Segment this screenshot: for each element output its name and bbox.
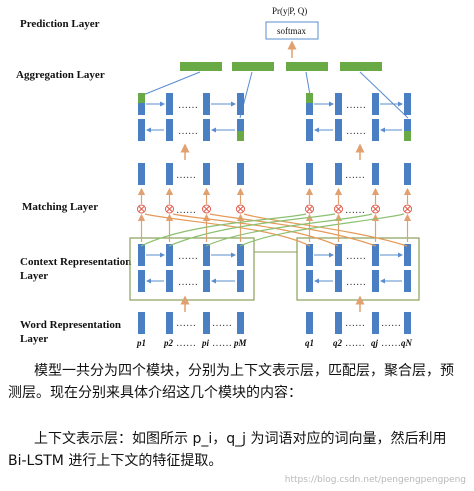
agg-right-dots-top: …… bbox=[346, 100, 366, 111]
softmax-box bbox=[265, 21, 319, 40]
word-layer-label-line1: Word Representation bbox=[20, 319, 121, 331]
bimpm-architecture-diagram: Prediction Layer Aggregation Layer Match… bbox=[16, 6, 420, 349]
prediction-formula: Pr(y|P, Q) bbox=[272, 6, 307, 16]
word-dots-q-2: …… bbox=[381, 318, 401, 329]
matching-layer-label: Matching Layer bbox=[22, 201, 98, 213]
match-dots-left: …… bbox=[176, 170, 196, 181]
cross-matching-curves bbox=[140, 213, 408, 247]
ctx-right-dots-top: …… bbox=[346, 251, 366, 262]
word-vectors-p bbox=[138, 312, 244, 334]
article-text: 模型一共分为四个模块，分别为上下文表示层，匹配层，聚合层，预测层。现在分别来具体… bbox=[0, 360, 474, 472]
node-dots-right: …… bbox=[345, 205, 365, 216]
agg-left-dots-bottom: …… bbox=[178, 126, 198, 137]
softmax-label: softmax bbox=[277, 26, 306, 36]
aggregation-bilstm-right: …… …… bbox=[306, 93, 411, 141]
context-bilstm-right: …… …… bbox=[306, 244, 411, 292]
node-dots-left: …… bbox=[176, 205, 196, 216]
context-box-right bbox=[296, 237, 420, 301]
match-dots-right: …… bbox=[345, 170, 365, 181]
word-dots-p-1: …… bbox=[176, 318, 196, 329]
aggregation-vector-2 bbox=[232, 62, 274, 71]
token-q2: q2 bbox=[333, 338, 343, 348]
aggregation-vector-3 bbox=[286, 62, 328, 71]
paragraph-context-layer: 上下文表示层：如图所示 p_i，q_j 为词语对应的词向量，然后利用 Bi-LS… bbox=[8, 431, 447, 469]
prediction-layer-label: Prediction Layer bbox=[20, 18, 100, 30]
token-pi: pi bbox=[201, 338, 210, 348]
token-dots-p-2: …… bbox=[212, 338, 232, 349]
paragraph-intro: 模型一共分为四个模块，分别为上下文表示层，匹配层，聚合层，预测层。现在分别来具体… bbox=[8, 363, 454, 401]
ctx-left-dots-bottom: …… bbox=[178, 277, 198, 288]
agg-left-dots-top: …… bbox=[178, 100, 198, 111]
matching-vectors bbox=[138, 163, 411, 185]
word-vectors-q bbox=[306, 312, 411, 334]
node-to-vector-arrows bbox=[137, 187, 412, 204]
ctx-right-dots-bottom: …… bbox=[346, 277, 366, 288]
aggregation-bilstm-left: …… …… bbox=[138, 93, 244, 141]
aggregation-vector-4 bbox=[340, 62, 382, 71]
word-dots-q-1: …… bbox=[345, 318, 365, 329]
token-q1: q1 bbox=[305, 338, 314, 348]
aggregation-vector-1 bbox=[180, 62, 222, 71]
word-layer-label-line2: Layer bbox=[20, 333, 48, 345]
token-dots-q-2: …… bbox=[381, 338, 401, 349]
aggregation-layer-label: Aggregation Layer bbox=[16, 69, 105, 81]
matching-nodes bbox=[137, 204, 412, 214]
aggregation-connections bbox=[142, 71, 409, 119]
token-qj: qj bbox=[371, 338, 379, 348]
token-qN: qN bbox=[401, 338, 413, 348]
token-dots-q-1: …… bbox=[345, 338, 365, 349]
token-p2: p2 bbox=[163, 338, 174, 348]
context-layer-label-line2: Layer bbox=[20, 270, 48, 282]
context-bilstm-left: …… …… bbox=[138, 244, 244, 292]
context-box-left bbox=[129, 237, 255, 301]
token-dots-p-1: …… bbox=[176, 338, 196, 349]
agg-right-dots-bottom: …… bbox=[346, 126, 366, 137]
watermark: https://blog.csdn.net/pengengpengpeng bbox=[284, 475, 466, 485]
token-pM: pM bbox=[233, 338, 248, 348]
token-p1: p1 bbox=[136, 338, 146, 348]
word-dots-p-2: …… bbox=[212, 318, 232, 329]
ctx-left-dots-top: …… bbox=[178, 251, 198, 262]
context-layer-label-line1: Context Representation bbox=[20, 256, 131, 268]
